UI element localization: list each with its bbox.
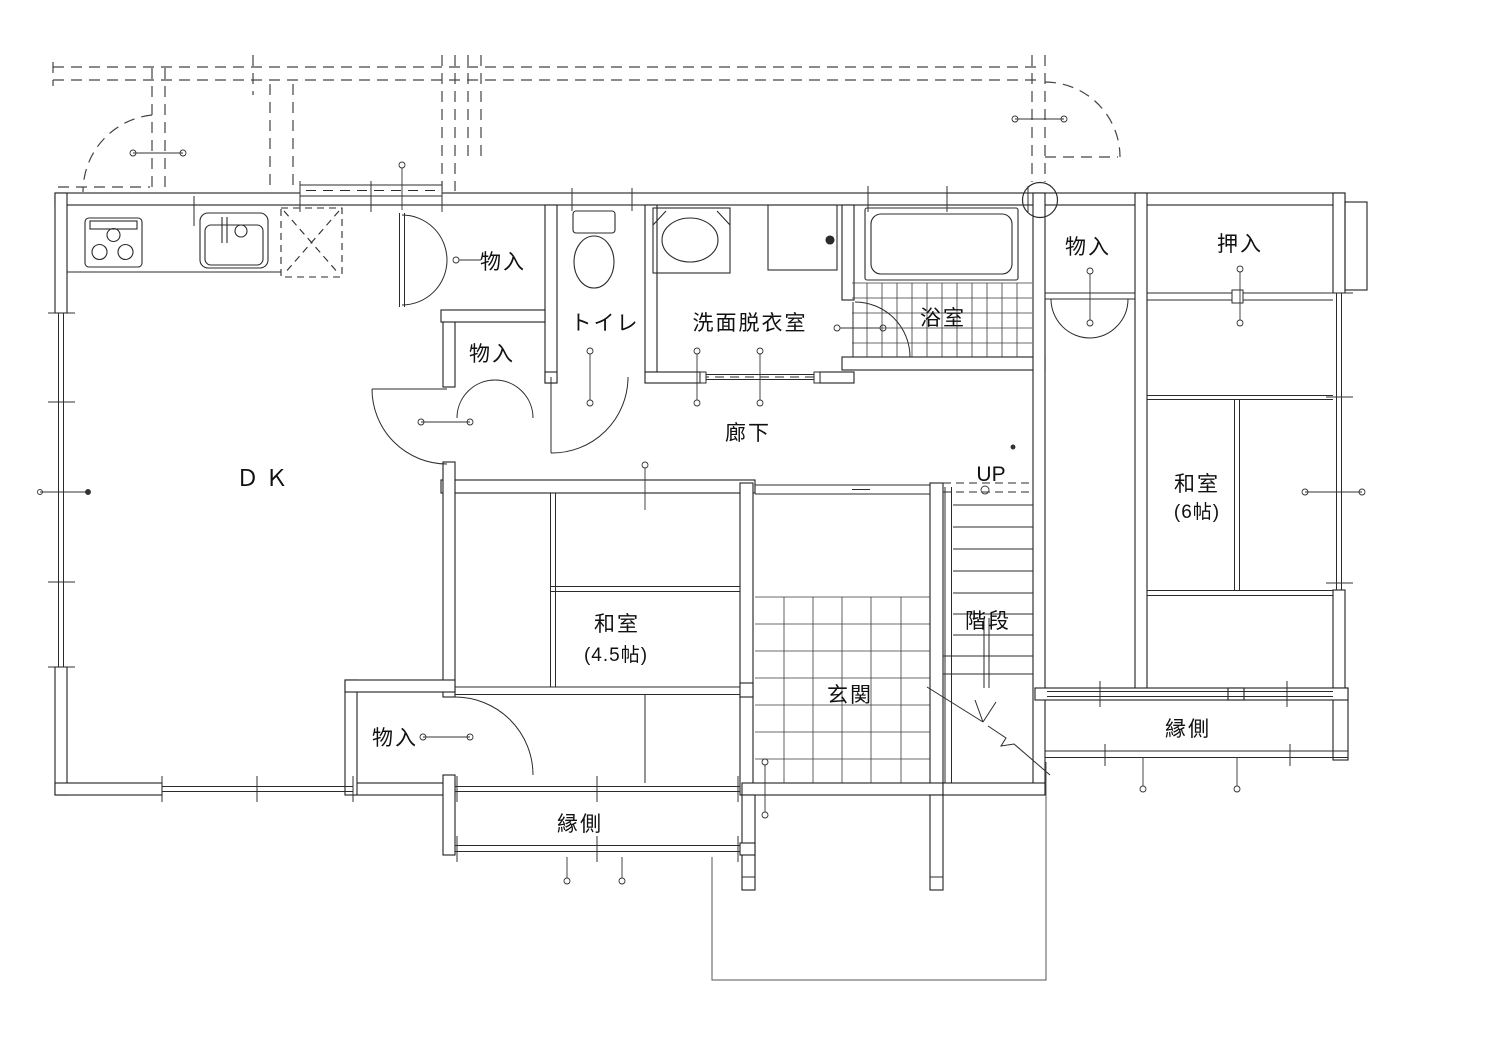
- room-labels: ＤＫ 物入 物入 トイレ 洗面脱衣室 浴室 廊下 物入 押入 和室 (6帖) U…: [236, 233, 1263, 836]
- closet-right-door-arc-b: [1089, 298, 1129, 339]
- room-label-closet-bottom: 物入: [372, 727, 418, 750]
- door-swings: [371, 214, 1129, 776]
- room-label-stairs: 階段: [965, 610, 1011, 633]
- room-label-washitsu6: 和室: [1174, 473, 1220, 496]
- closet-top-door-arc-a: [401, 214, 448, 261]
- stairs-up-label: UP: [976, 463, 1005, 486]
- vanity-basin: [661, 217, 719, 263]
- room-label-engawa-right: 縁側: [1165, 718, 1211, 741]
- bathtub: [864, 207, 1019, 281]
- room-label-bath: 浴室: [920, 307, 966, 330]
- room-label-hallway: 廊下: [725, 422, 771, 445]
- column-circle-mark: [1021, 181, 1059, 219]
- sanitary-fixtures: [572, 204, 1019, 289]
- bath-door-arc: [854, 301, 911, 358]
- washing-machine: [767, 204, 838, 271]
- toilet-door-arc: [550, 376, 629, 454]
- stove: [84, 217, 143, 268]
- bath-tile-floor: [852, 282, 1032, 357]
- room-label-toilet: トイレ: [571, 312, 640, 335]
- room-size-washitsu45: (4.5帖): [584, 644, 648, 666]
- staircase: [943, 482, 1033, 675]
- refrigerator-space: [280, 207, 343, 278]
- dk-door-arc: [371, 388, 448, 465]
- toilet-bowl: [573, 235, 615, 289]
- kitchen-fixtures: [84, 207, 343, 278]
- closet-top-door-arc-b: [401, 259, 448, 306]
- room-label-closet-mid: 物入: [469, 343, 515, 366]
- closet-right-door-arc-a: [1050, 298, 1091, 339]
- room-label-oshiire: 押入: [1217, 233, 1263, 256]
- room-size-washitsu6: (6帖): [1174, 501, 1220, 523]
- centerline-markers: [37, 115, 1366, 885]
- closet-mid-door-arc-b: [494, 379, 534, 419]
- room-label-engawa-left: 縁側: [557, 813, 603, 836]
- toilet-tank: [572, 210, 616, 234]
- entrance-tile-floor: [755, 596, 930, 783]
- closet-bottom-door-arc: [454, 696, 534, 776]
- room-label-washitsu45: 和室: [594, 613, 640, 636]
- kitchen-sink: [199, 212, 269, 269]
- entry-direction-arrow: [926, 686, 1051, 776]
- window-ticks: [48, 181, 1353, 862]
- porch-outline: [711, 762, 1047, 981]
- room-label-closet-right: 物入: [1065, 236, 1111, 259]
- roof-overhang-dashed: [52, 55, 1121, 193]
- room-label-genkan: 玄関: [827, 684, 873, 707]
- vanity-counter: [652, 207, 731, 274]
- windows-and-partitions: [58, 184, 1348, 878]
- room-label-washroom: 洗面脱衣室: [693, 312, 808, 335]
- room-label-dk: ＤＫ: [236, 465, 294, 491]
- walls: [54, 192, 1368, 891]
- closet-mid-door-arc-a: [456, 379, 496, 419]
- room-label-closet-top: 物入: [480, 251, 526, 274]
